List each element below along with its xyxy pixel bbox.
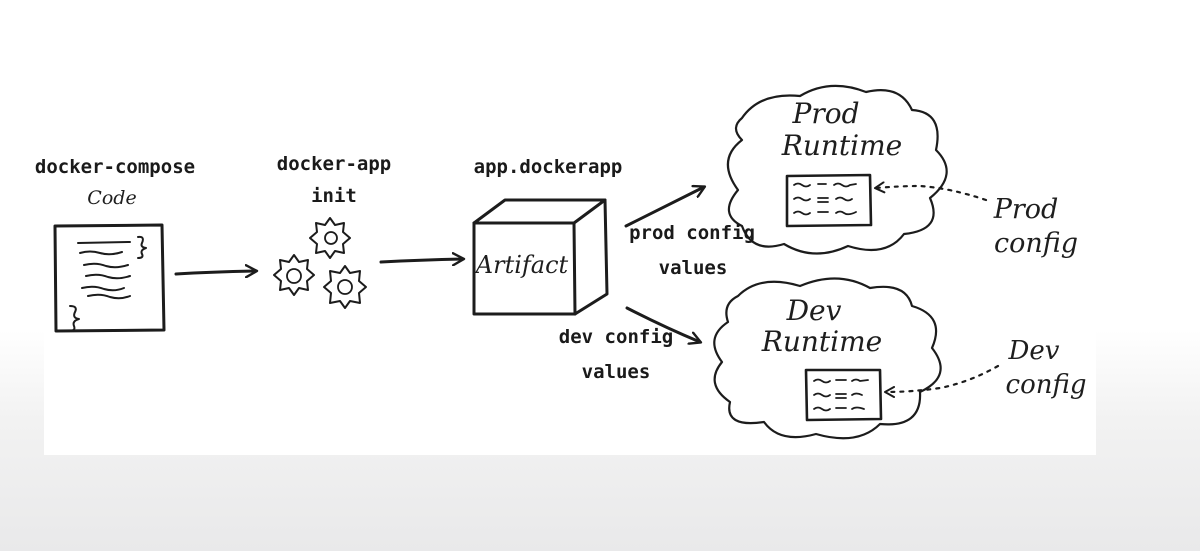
docker-app-label: docker-app — [276, 153, 392, 175]
app-dockerapp-label: app.dockerapp — [473, 156, 623, 178]
table-icon — [785, 173, 873, 228]
prod-runtime-title-line2: Runtime — [781, 129, 903, 162]
arrow-code-to-init — [174, 271, 256, 274]
arrow-dev-config-to-runtime — [884, 364, 1000, 398]
docker-compose-label: docker-compose — [34, 156, 196, 178]
arrow-prod-config-to-runtime — [874, 181, 988, 202]
dev-config-label-line2: config — [1005, 370, 1087, 400]
box-icon — [472, 198, 609, 316]
gears-icon — [273, 217, 367, 309]
table-icon — [804, 368, 883, 422]
prod-config-label-line2: config — [993, 228, 1079, 259]
artifact-label: Artifact — [475, 251, 569, 279]
dev-config-label: Dev — [1008, 336, 1060, 366]
prod-runtime-cloud-icon — [726, 84, 948, 255]
document-icon — [53, 223, 166, 333]
prod-config-values-label-line2: values — [658, 257, 728, 279]
prod-config-label: Prod — [993, 194, 1059, 225]
dev-config-values-label: dev config — [558, 326, 674, 348]
arrow-artifact-to-prod — [624, 187, 704, 228]
dev-runtime-title: Dev — [786, 294, 842, 327]
prod-runtime-title: Prod — [792, 97, 860, 130]
arrow-init-to-artifact — [379, 259, 463, 262]
dev-runtime-title-line2: Runtime — [761, 325, 883, 358]
init-label: init — [311, 185, 357, 207]
diagram-sheet — [44, 0, 1096, 455]
dev-runtime-cloud-icon — [713, 277, 942, 440]
dev-config-values-label-line2: values — [581, 361, 651, 383]
code-label: Code — [87, 187, 137, 209]
arrow-artifact-to-dev — [625, 306, 700, 342]
prod-config-values-label: prod config — [629, 222, 755, 244]
